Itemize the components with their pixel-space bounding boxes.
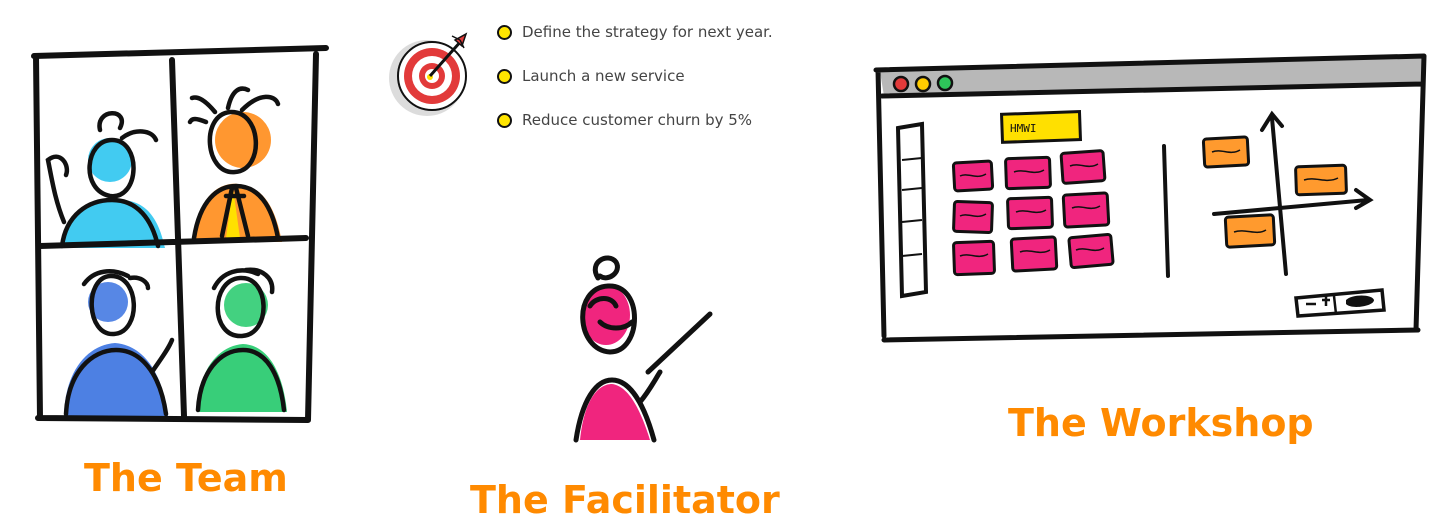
facilitator-caption: The Facilitator (470, 478, 780, 522)
facilitator-hair (592, 255, 620, 281)
grid-frame (31, 45, 329, 423)
cyan-person-body (59, 197, 161, 249)
facilitator-arm (637, 369, 663, 405)
team-video-grid (31, 45, 329, 423)
goal-text: Define the strategy for next year. (522, 23, 773, 41)
pointer-stick (645, 311, 713, 375)
zoom-control (1294, 288, 1386, 318)
hmw-sticky (999, 110, 1083, 144)
green-person-head-wash (224, 283, 268, 327)
pink-sticky-cluster (951, 149, 1115, 277)
green-person-wash (197, 344, 287, 412)
window-minimize-dot (914, 75, 932, 93)
green-person-head (215, 275, 266, 339)
facilitator-head (580, 283, 637, 355)
workshop-window: HMWI (873, 53, 1427, 343)
cyan-person-arm (45, 154, 70, 225)
orange-person-head-wash (215, 112, 271, 168)
cyan-person-hair (97, 111, 159, 143)
board-toolbar (895, 121, 929, 299)
goals-list: Define the strategy for next year. Launc… (497, 21, 773, 153)
yellow-dot-icon (497, 68, 512, 84)
axis-horizontal (1212, 188, 1374, 216)
blue-person-head (89, 273, 137, 337)
blue-person-body (63, 347, 169, 417)
target-icon (389, 32, 468, 116)
blue-person-head-wash (88, 282, 128, 322)
facilitator-glasses (587, 296, 635, 331)
tie-wash (226, 188, 240, 238)
orange-person-hair (187, 86, 281, 125)
window-frame (873, 53, 1427, 343)
goal-item: Reduce customer churn by 5% (497, 109, 773, 131)
workshop-caption: The Workshop (1008, 401, 1314, 445)
facilitator-figure (573, 255, 713, 443)
axis-vertical (1260, 110, 1288, 276)
goal-text: Launch a new service (522, 67, 685, 85)
goal-item: Define the strategy for next year. (497, 21, 773, 43)
blue-person-arm (149, 337, 175, 375)
orange-person-head (207, 109, 258, 175)
yellow-dot-icon (497, 24, 512, 40)
board-divider (1162, 144, 1170, 278)
blue-person-wash (64, 343, 168, 416)
facilitator-body-wash (580, 384, 650, 440)
team-caption: The Team (84, 456, 288, 500)
orange-person-tie (219, 185, 251, 239)
window-zoom-dot (936, 74, 954, 92)
yellow-dot-icon (497, 112, 512, 128)
goal-text: Reduce customer churn by 5% (522, 111, 753, 129)
green-person-body (195, 347, 287, 413)
cyan-person-head (87, 137, 136, 199)
hmw-sticky-label: HMWI (1010, 122, 1037, 135)
facilitator-body (573, 377, 657, 443)
goal-item: Launch a new service (497, 65, 773, 87)
window-close-dot (892, 75, 910, 93)
cyan-person-head-wash (88, 138, 132, 182)
green-person-hair (211, 267, 275, 295)
blue-person-hair (81, 269, 151, 291)
